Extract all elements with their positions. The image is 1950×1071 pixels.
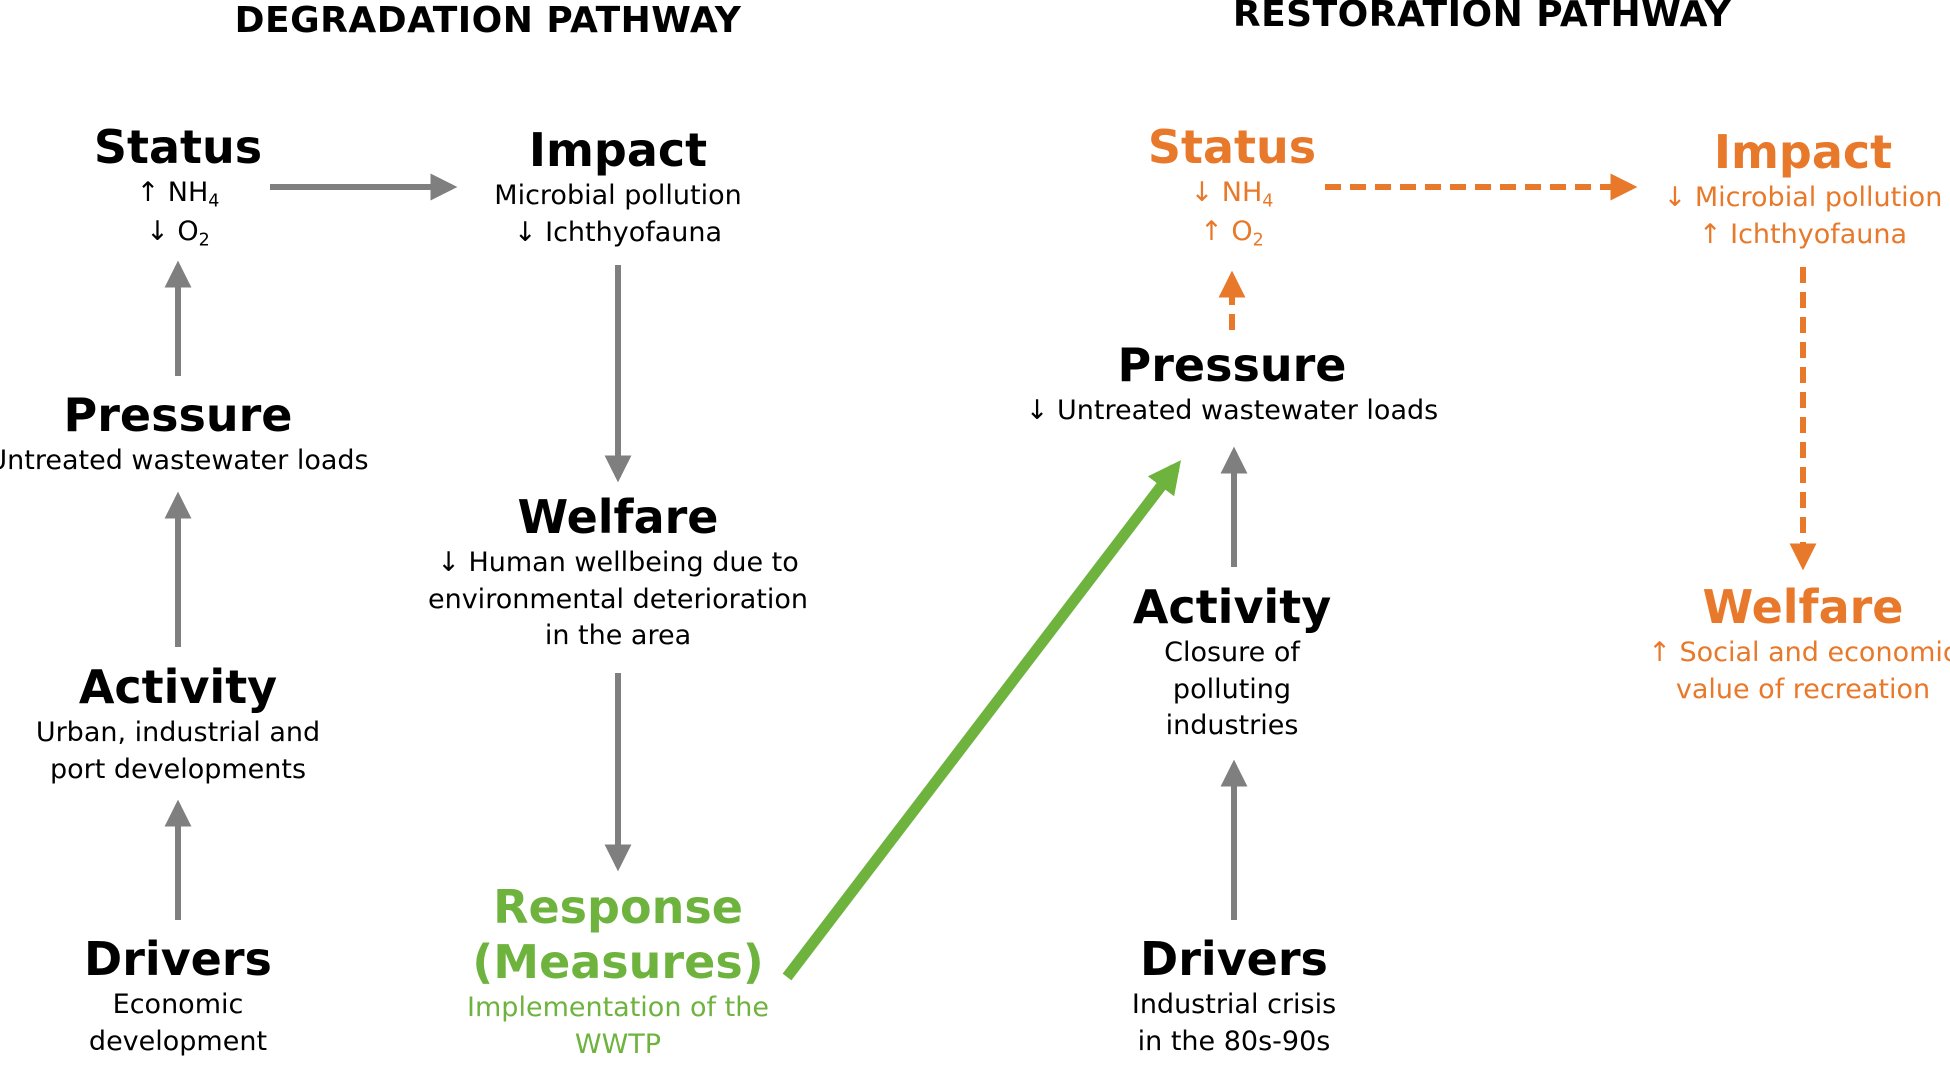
restoration-heading: RESTORATION PATHWAY bbox=[1232, 0, 1732, 35]
deg-welfare-line1: ↓ Human wellbeing due to bbox=[437, 547, 799, 579]
deg-welfare-line3: in the area bbox=[544, 620, 692, 652]
deg-status-o2: ↓ O2 bbox=[146, 216, 210, 251]
res-drivers-line1: Industrial crisis bbox=[1131, 989, 1337, 1021]
res-impact-line2: ↑ Ichthyofauna bbox=[1698, 218, 1908, 250]
deg-drivers-line1: Economic bbox=[112, 989, 244, 1021]
deg-activity-line1: Urban, industrial and bbox=[35, 717, 321, 749]
res-drivers-title: Drivers bbox=[1140, 932, 1328, 986]
deg-activity-line2: port developments bbox=[49, 753, 307, 785]
response-node: Response (Measures) Implementation of th… bbox=[467, 880, 769, 1063]
response-line2: WWTP bbox=[574, 1028, 662, 1060]
deg-activity-title: Activity bbox=[78, 660, 278, 714]
res-status-title: Status bbox=[1147, 120, 1317, 174]
deg-impact-title: Impact bbox=[528, 123, 708, 177]
res-welfare-node: Welfare ↑ Social and economic value of r… bbox=[1648, 580, 1950, 708]
res-drivers-line2: in the 80s-90s bbox=[1137, 1025, 1331, 1057]
res-welfare-title: Welfare bbox=[1702, 580, 1904, 634]
res-activity-title: Activity bbox=[1132, 580, 1332, 634]
response-title-line2: (Measures) bbox=[472, 935, 764, 990]
res-welfare-line2: value of recreation bbox=[1675, 673, 1931, 705]
response-title-line1: Response bbox=[493, 880, 743, 934]
res-activity-line2: polluting bbox=[1172, 673, 1292, 705]
deg-pressure-line1: Untreated wastewater loads bbox=[0, 445, 369, 477]
deg-impact-line1: Microbial pollution bbox=[494, 180, 742, 212]
deg-welfare-title: Welfare bbox=[517, 490, 719, 544]
res-status-o2: ↑ O2 bbox=[1200, 216, 1264, 251]
degradation-heading: DEGRADATION PATHWAY bbox=[234, 0, 742, 41]
deg-welfare-line2: environmental deterioration bbox=[427, 583, 809, 615]
res-activity-line3: industries bbox=[1165, 710, 1299, 742]
deg-drivers-node: Drivers Economic development bbox=[84, 932, 272, 1060]
deg-activity-node: Activity Urban, industrial and port deve… bbox=[36, 660, 320, 788]
deg-welfare-node: Welfare ↓ Human wellbeing due to environ… bbox=[428, 490, 808, 655]
arrow-response-to-pressure bbox=[782, 460, 1182, 981]
res-pressure-title: Pressure bbox=[1117, 338, 1347, 392]
deg-status-title: Status bbox=[93, 120, 263, 174]
deg-drivers-line2: development bbox=[88, 1025, 268, 1057]
deg-status-node: Status ↑ NH4 ↓ O2 bbox=[94, 120, 262, 253]
res-status-nh4: ↓ NH4 bbox=[1190, 177, 1274, 212]
deg-impact-line2: ↓ Ichthyofauna bbox=[513, 216, 723, 248]
res-drivers-node: Drivers Industrial crisis in the 80s-90s bbox=[1132, 932, 1336, 1060]
res-pressure-line1: ↓ Untreated wastewater loads bbox=[1025, 395, 1439, 427]
deg-impact-node: Impact Microbial pollution ↓ Ichthyofaun… bbox=[494, 123, 741, 251]
res-activity-line1: Closure of bbox=[1164, 637, 1300, 669]
res-impact-title: Impact bbox=[1713, 125, 1893, 179]
deg-drivers-title: Drivers bbox=[84, 932, 272, 986]
res-status-node: Status ↓ NH4 ↑ O2 bbox=[1148, 120, 1316, 253]
deg-status-nh4: ↑ NH4 bbox=[136, 177, 220, 212]
response-line1: Implementation of the bbox=[467, 992, 769, 1024]
deg-pressure-title: Pressure bbox=[63, 388, 293, 442]
res-impact-line1: ↓ Microbial pollution bbox=[1663, 182, 1943, 214]
deg-pressure-node: Pressure Untreated wastewater loads bbox=[0, 388, 369, 480]
res-impact-node: Impact ↓ Microbial pollution ↑ Ichthyofa… bbox=[1664, 125, 1943, 253]
res-activity-node: Activity Closure of polluting industries bbox=[1133, 580, 1331, 745]
res-pressure-node: Pressure ↓ Untreated wastewater loads bbox=[1026, 338, 1438, 430]
res-welfare-line1: ↑ Social and economic bbox=[1648, 637, 1950, 669]
